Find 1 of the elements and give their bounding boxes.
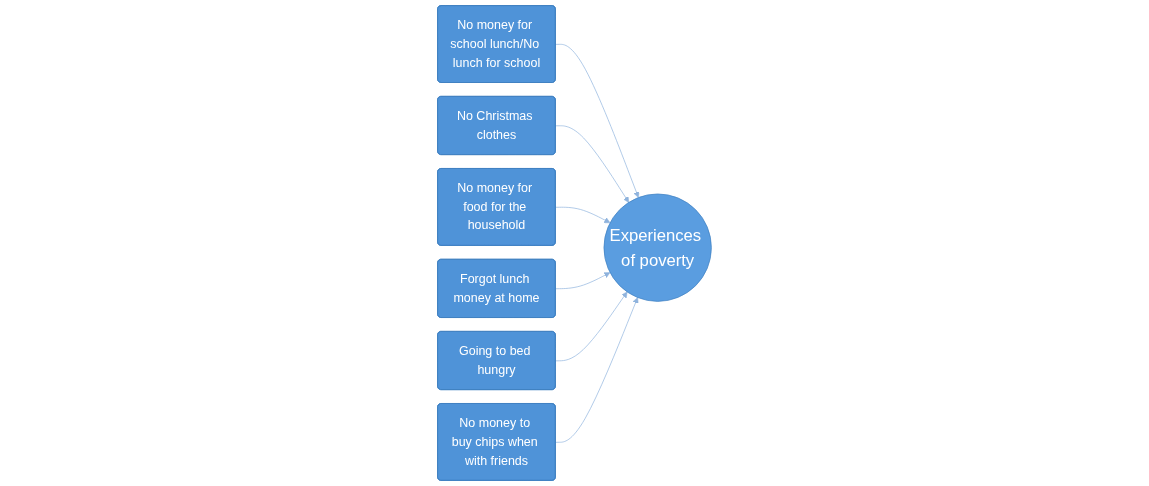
node-circle: Experiences of poverty	[603, 193, 712, 302]
